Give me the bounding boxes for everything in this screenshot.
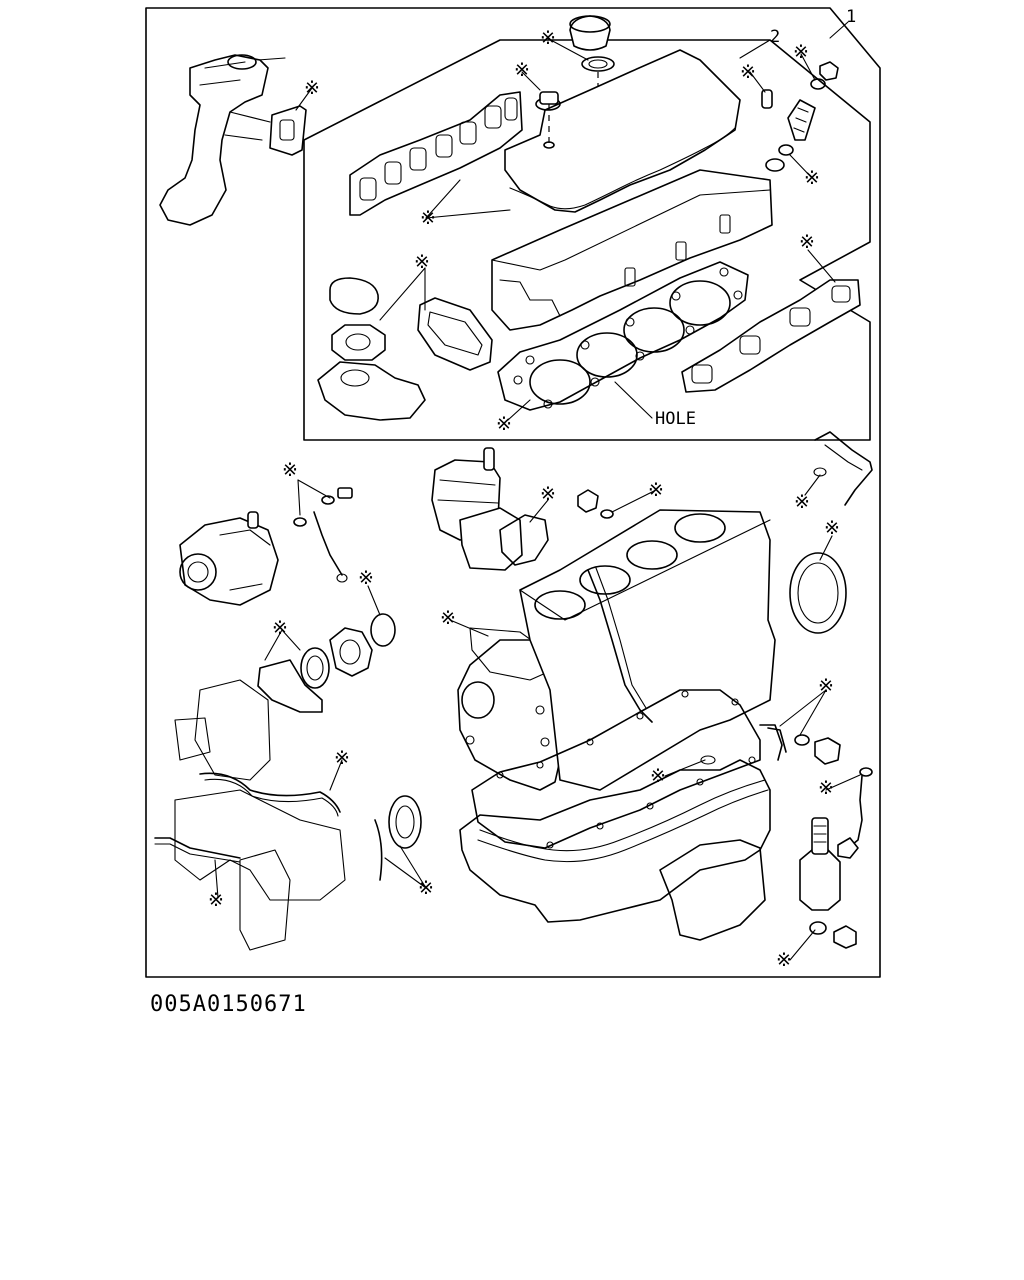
cylinder-head bbox=[491, 169, 773, 331]
oil-pipe-oring bbox=[370, 613, 396, 647]
asterisk-callout: ※ bbox=[418, 877, 434, 899]
asterisk-callout: ※ bbox=[540, 483, 556, 505]
front-oil-seal bbox=[374, 795, 422, 881]
engine-front-outline bbox=[174, 679, 346, 951]
outer-frame bbox=[145, 7, 881, 978]
nut-washer bbox=[810, 61, 839, 90]
asterisk-callout: ※ bbox=[650, 765, 666, 787]
asterisk-callout: ※ bbox=[282, 459, 298, 481]
asterisk-callout: ※ bbox=[496, 413, 512, 435]
inner-frame-item-2 bbox=[303, 39, 871, 441]
asterisk-callout: ※ bbox=[208, 889, 224, 911]
asterisk-callout: ※ bbox=[776, 949, 792, 971]
hole-label: HOLE bbox=[655, 409, 696, 429]
front-plate bbox=[457, 627, 561, 791]
asterisk-callout: ※ bbox=[818, 777, 834, 799]
asterisk-callout: ※ bbox=[793, 41, 809, 63]
asterisk-callout: ※ bbox=[740, 61, 756, 83]
oil-pan bbox=[459, 759, 771, 941]
injection-pump bbox=[179, 511, 279, 606]
oil-pipe-right bbox=[837, 767, 873, 859]
valve-cover bbox=[504, 49, 741, 213]
thermostat-housing bbox=[159, 54, 307, 226]
thermostat-gaskets-group bbox=[317, 277, 426, 421]
asterisk-callout: ※ bbox=[804, 167, 820, 189]
asterisk-callout: ※ bbox=[824, 517, 840, 539]
oil-pan-gasket bbox=[471, 689, 761, 849]
injector-nozzle bbox=[765, 99, 816, 172]
asterisk-callout: ※ bbox=[440, 607, 456, 629]
asterisk-callout: ※ bbox=[794, 491, 810, 513]
item-number-1: 1 bbox=[846, 7, 856, 27]
sleeve bbox=[761, 89, 773, 109]
fuel-pipe-and-bolts bbox=[293, 487, 353, 583]
side-cover-gasket bbox=[154, 837, 241, 863]
leader-item-1 bbox=[829, 21, 849, 39]
drain-plug-upper bbox=[577, 489, 614, 519]
cylinder-head-gasket bbox=[497, 261, 749, 411]
bypass-pipe bbox=[813, 431, 873, 506]
thermostat-cover-lower bbox=[431, 447, 523, 571]
crankcase-side-seals bbox=[759, 724, 841, 765]
thermostat-gasket-lower bbox=[499, 514, 549, 566]
asterisk-callout: ※ bbox=[334, 747, 350, 769]
intake-manifold-gasket bbox=[681, 279, 861, 393]
item-number-2: 2 bbox=[770, 27, 780, 47]
asterisk-callout: ※ bbox=[272, 617, 288, 639]
asterisk-callout: ※ bbox=[414, 251, 430, 273]
asterisk-callout: ※ bbox=[514, 59, 530, 81]
leader-item-2 bbox=[739, 39, 771, 59]
asterisk-callouts: ※ ※ ※ ※ ※ ※ ※ ※ ※ ※ ※ ※ ※ ※ ※ ※ ※ ※ ※ ※ … bbox=[208, 27, 840, 971]
asterisk-callout: ※ bbox=[304, 77, 320, 99]
dipstick-tube bbox=[587, 567, 716, 765]
asterisk-callout: ※ bbox=[540, 27, 556, 49]
exhaust-manifold-gasket bbox=[349, 91, 523, 216]
drawing-code: 005A0150671 bbox=[150, 992, 307, 1017]
leader-hole bbox=[614, 381, 653, 419]
asterisk-callout: ※ bbox=[818, 675, 834, 697]
asterisk-callout: ※ bbox=[799, 231, 815, 253]
gear-case-gasket bbox=[199, 772, 341, 817]
asterisk-callout: ※ bbox=[648, 479, 664, 501]
rear-oil-seal bbox=[789, 552, 847, 634]
water-pump-gasket bbox=[417, 297, 493, 371]
oil-seal-gear-case bbox=[257, 627, 373, 713]
leader-lines bbox=[214, 37, 861, 961]
asterisk-callout: ※ bbox=[420, 207, 436, 229]
cylinder-block bbox=[519, 509, 776, 791]
asterisk-callout: ※ bbox=[358, 567, 374, 589]
oil-filter-stand bbox=[799, 817, 857, 949]
